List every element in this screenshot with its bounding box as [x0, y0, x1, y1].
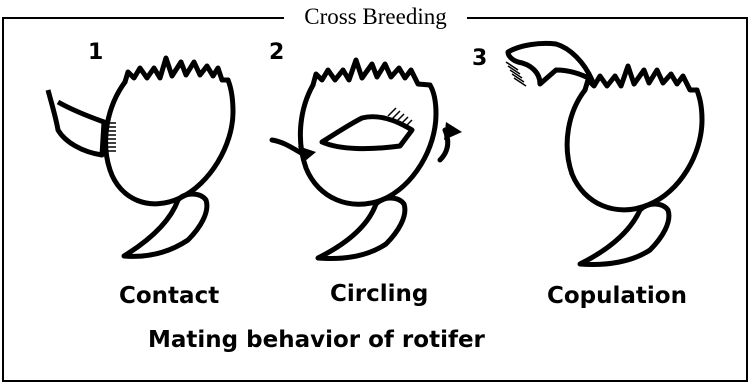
female-body-2: [297, 82, 439, 207]
male-cilia-3: [505, 61, 527, 87]
step-number-2: 2: [269, 40, 285, 65]
stage-label-contact: Contact: [119, 283, 220, 309]
female-foot-1: [121, 191, 210, 259]
diagram-title-wrap: Cross Breeding: [0, 3, 751, 31]
arrowhead-right: [444, 122, 462, 140]
female-corona-3: [582, 63, 700, 93]
female-rotifer-2: [297, 57, 439, 261]
female-rotifer-1: [103, 55, 236, 259]
male-body-3: [505, 40, 595, 87]
male-rotifer-1: [45, 89, 116, 158]
arrowhead-left: [298, 146, 316, 162]
stage-label-copulation: Copulation: [547, 283, 687, 309]
male-body-2: [319, 114, 415, 152]
step-number-1: 1: [88, 40, 104, 65]
female-rotifer-3: [564, 63, 705, 267]
diagram-title: Cross Breeding: [284, 3, 467, 31]
arrowheads: [298, 122, 462, 162]
female-foot-3: [577, 201, 672, 267]
step-number-3: 3: [472, 46, 488, 71]
male-body-1: [45, 89, 107, 158]
stage-label-circling: Circling: [330, 281, 429, 307]
female-corona-1: [122, 55, 231, 85]
male-cilia-1: [104, 122, 116, 152]
figure-caption: Mating behavior of rotifer: [148, 327, 485, 353]
male-rotifer-3: [505, 40, 595, 87]
female-foot-2: [315, 195, 408, 261]
male-rotifer-2: [319, 107, 415, 152]
female-body-3: [564, 87, 705, 213]
male-cilia-2: [387, 107, 413, 129]
female-corona-2: [310, 57, 433, 88]
female-body-1: [103, 77, 236, 207]
